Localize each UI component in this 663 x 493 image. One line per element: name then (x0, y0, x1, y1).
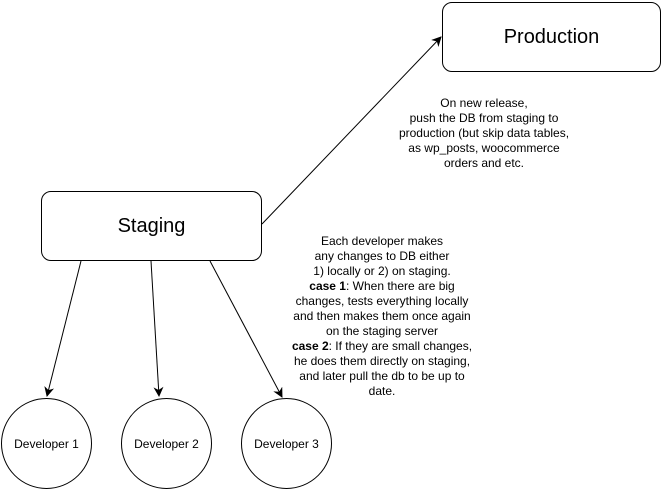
edge-staging-to-developer-3 (209, 260, 283, 398)
developer-note-line: 1) locally or 2) on staging. (313, 264, 451, 278)
developer-1-label: Developer 1 (14, 436, 79, 451)
release-note-line: On new release, (440, 96, 528, 110)
release-note-line: push the DB from staging to (409, 111, 559, 125)
release-note-line: orders and etc. (443, 156, 525, 170)
edge-staging-to-developer-2 (150, 260, 164, 397)
case-1-first-line: case 1: When there are big (282, 279, 482, 294)
developer-note-line: Each developer makes (320, 234, 444, 248)
production-label: Production (503, 25, 600, 48)
edge-staging-to-developer-1 (44, 260, 82, 397)
developer-2-label: Developer 2 (134, 436, 199, 451)
release-note-line: as wp_posts, woocommerce (408, 141, 560, 155)
developer-3-label: Developer 3 (254, 436, 319, 451)
developer-3-node[interactable]: Developer 3 (241, 398, 332, 489)
release-note: On new release, push the DB from staging… (384, 96, 584, 171)
developer-1-node[interactable]: Developer 1 (1, 398, 92, 489)
edge-staging-to-production (261, 36, 442, 225)
developer-note-line: date. (368, 384, 396, 398)
developer-2-node[interactable]: Developer 2 (121, 398, 212, 489)
staging-node[interactable]: Staging (41, 191, 262, 261)
staging-label: Staging (117, 214, 186, 237)
case-2-label: case 2 (291, 339, 329, 353)
case-2-text: : If they are small changes, (328, 339, 473, 353)
developer-note-line: changes, tests everything locally (295, 294, 469, 308)
developer-note-line: on the staging server (325, 324, 439, 338)
developer-note-line: any changes to DB either (314, 249, 450, 263)
developer-note-line: and later pull the db to be up to (299, 369, 465, 383)
case-1-label: case 1 (309, 279, 346, 293)
production-node[interactable]: Production (442, 2, 661, 72)
case-1-text: : When there are big (345, 279, 455, 293)
case-2-first-line: case 2: If they are small changes, (282, 339, 482, 354)
developer-note-line: and then makes them once again (293, 309, 471, 323)
release-note-line: production (but skip data tables, (398, 126, 570, 140)
developer-note: Each developer makes any changes to DB e… (282, 234, 482, 399)
developer-note-line: he does them directly on staging, (293, 354, 471, 368)
